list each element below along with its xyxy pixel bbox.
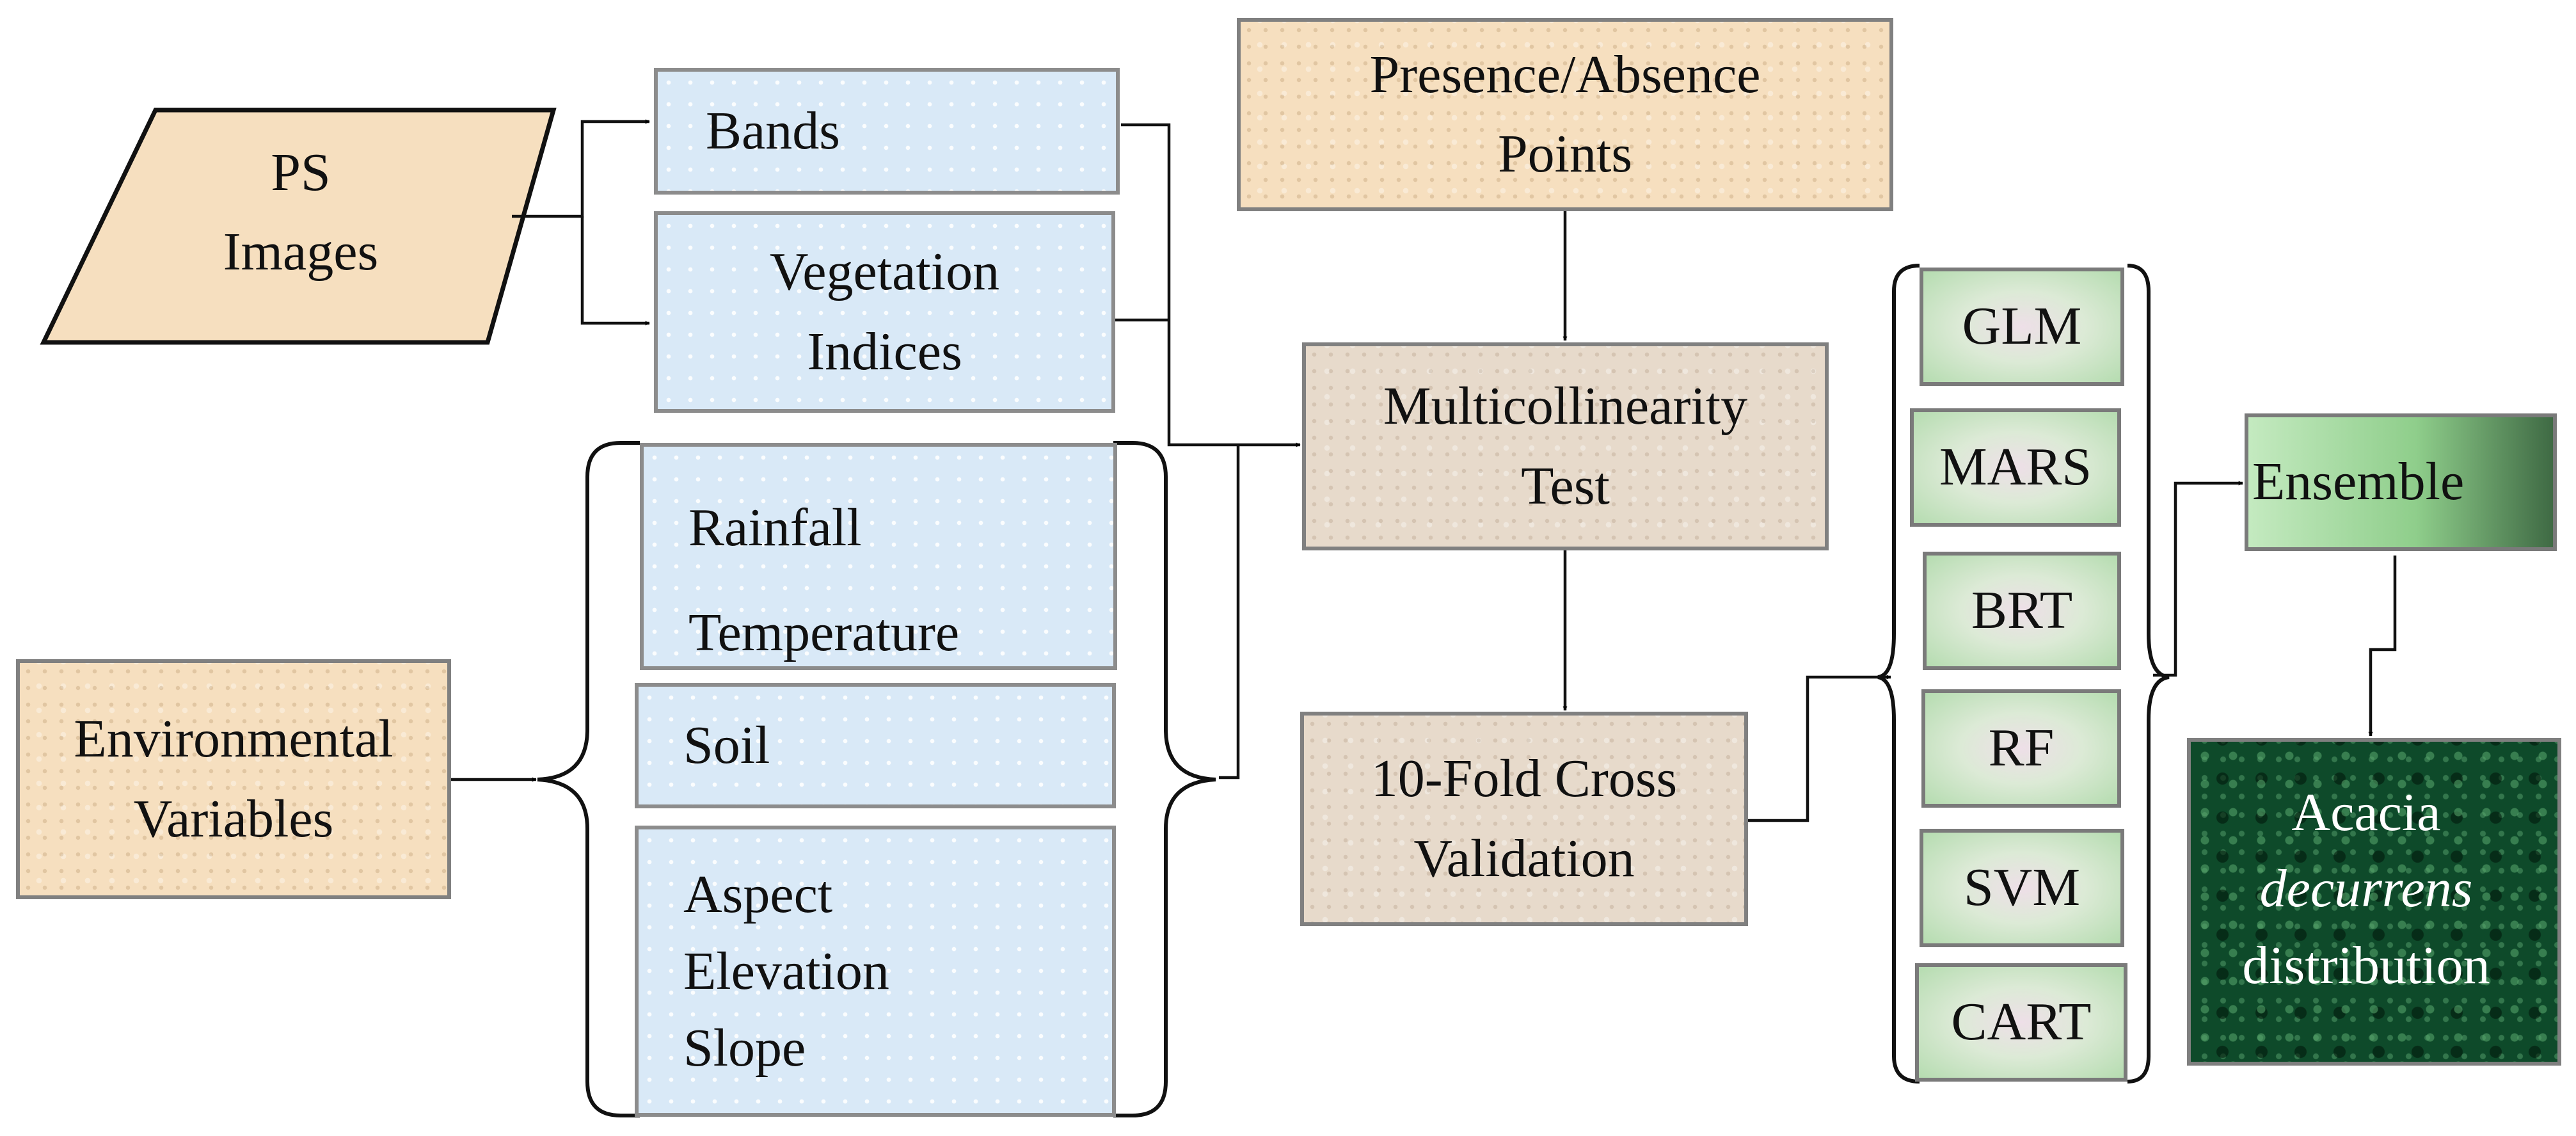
env-right-brace xyxy=(1113,441,1216,1117)
ps-images-shape xyxy=(40,108,557,345)
model-mars: MARS xyxy=(1910,408,2121,527)
env-line2: Variables xyxy=(133,788,334,849)
ps-images-line1: PS xyxy=(271,143,331,202)
output-line1: Acacia xyxy=(2291,783,2441,843)
connector-envbrace-to-merge xyxy=(1219,445,1240,780)
env-line1: Environmental xyxy=(74,709,394,769)
model-brt: BRT xyxy=(1923,552,2121,670)
slope-label: Slope xyxy=(683,1018,806,1078)
connector-cv-to-models xyxy=(1748,675,1891,822)
model-cart: CART xyxy=(1915,963,2127,1082)
connector-ensemble-to-output xyxy=(2368,556,2397,737)
multicollinearity-node: Multicollinearity Test xyxy=(1302,342,1829,550)
model-rf: RF xyxy=(1921,689,2121,808)
connector-ps-to-vegetation xyxy=(580,216,650,326)
model-glm: GLM xyxy=(1920,268,2124,386)
model-svm-label: SVM xyxy=(1963,858,2081,918)
ps-images-line2: Images xyxy=(223,222,379,282)
distribution-output-node: Acacia decurrens distribution xyxy=(2187,738,2561,1066)
output-line2: decurrens xyxy=(2259,859,2473,919)
bands-label: Bands xyxy=(706,100,840,161)
cross-validation-node: 10-Fold Cross Validation xyxy=(1300,712,1748,926)
bands-node: Bands xyxy=(654,68,1120,195)
rainfall-label: Rainfall xyxy=(688,498,862,557)
presence-absence-node: Presence/Absence Points xyxy=(1237,18,1893,211)
presence-line1: Presence/Absence xyxy=(1369,44,1761,104)
models-left-brace xyxy=(1877,264,1920,1084)
output-line3: distribution xyxy=(2242,935,2490,995)
model-brt-label: BRT xyxy=(1971,580,2073,641)
multicollinearity-line2: Test xyxy=(1521,456,1610,516)
cv-line1: 10-Fold Cross xyxy=(1371,749,1678,809)
ensemble-label: Ensemble xyxy=(2252,452,2465,512)
connector-ps-to-bands xyxy=(512,119,650,218)
multicollinearity-line1: Multicollinearity xyxy=(1383,376,1748,436)
models-right-brace xyxy=(2127,264,2170,1084)
vegetation-indices-node: Vegetation Indices xyxy=(654,211,1115,413)
climate-node: Rainfall Temperature xyxy=(640,443,1117,670)
model-svm: SVM xyxy=(1920,829,2124,947)
ensemble-node: Ensemble xyxy=(2245,413,2557,551)
vegetation-line2: Indices xyxy=(807,321,962,381)
env-left-brace xyxy=(537,441,640,1117)
temperature-label: Temperature xyxy=(688,602,960,662)
soil-label: Soil xyxy=(683,715,770,775)
topography-node: Aspect Elevation Slope xyxy=(635,826,1116,1117)
vegetation-line1: Vegetation xyxy=(769,242,1000,302)
elevation-label: Elevation xyxy=(683,941,889,1002)
model-mars-label: MARS xyxy=(1939,437,2092,497)
model-glm-label: GLM xyxy=(1962,296,2082,356)
environmental-variables-node: Environmental Variables xyxy=(16,659,451,899)
soil-node: Soil xyxy=(635,683,1116,808)
model-rf-label: RF xyxy=(1988,718,2055,778)
aspect-label: Aspect xyxy=(683,865,833,924)
connector-bands-to-multicollinearity xyxy=(1121,123,1301,447)
ps-images-node: PS Images xyxy=(205,133,397,292)
cv-line2: Validation xyxy=(1413,828,1635,888)
model-cart-label: CART xyxy=(1951,992,2092,1052)
presence-line2: Points xyxy=(1497,124,1633,184)
connector-models-to-ensemble xyxy=(2153,481,2243,677)
